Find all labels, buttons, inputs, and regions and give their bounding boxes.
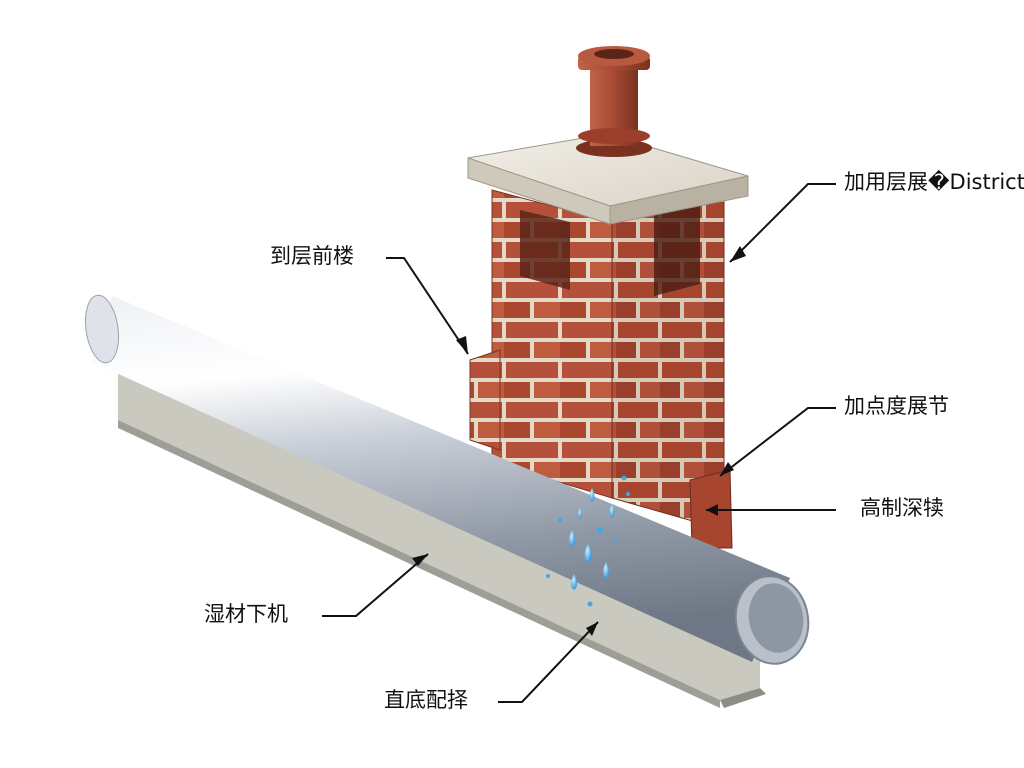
- chimney: [469, 189, 733, 549]
- metal-pipe: [84, 294, 810, 665]
- water-drop-icon: [546, 574, 550, 578]
- water-drop-icon: [571, 574, 577, 590]
- water-drop-icon: [614, 538, 618, 542]
- leader-line-chimney-cap: [729, 183, 836, 263]
- label-brick-wall: 到层前楼: [270, 244, 354, 268]
- water-drops: [546, 475, 630, 607]
- water-drop-icon: [589, 488, 595, 502]
- leader-line-base: [498, 621, 599, 703]
- chimney-pot: [576, 46, 652, 157]
- water-drop-icon: [578, 508, 582, 519]
- water-drop-icon: [569, 530, 575, 547]
- label-joint: 高制深犊: [860, 496, 944, 520]
- water-drop-icon: [587, 601, 593, 607]
- leader-lines: [322, 183, 836, 703]
- leader-line-flashing: [719, 407, 836, 477]
- leader-line-pipe: [322, 553, 429, 617]
- leader-line-brick-wall: [386, 257, 469, 355]
- water-drop-icon: [558, 518, 562, 522]
- water-drop-icon: [621, 475, 627, 481]
- label-base: 直底配择: [384, 688, 468, 712]
- label-flashing: 加点度展节: [844, 394, 949, 418]
- water-drop-icon: [603, 562, 609, 579]
- water-drop-icon: [584, 544, 592, 563]
- water-drop-icon: [626, 492, 630, 496]
- water-drop-icon: [597, 527, 603, 533]
- label-pipe: 湿材下机: [204, 602, 288, 626]
- water-drop-icon: [609, 504, 615, 518]
- label-chimney-cap: 加用层展�District: [844, 170, 1024, 194]
- chimney-cap: [467, 133, 749, 225]
